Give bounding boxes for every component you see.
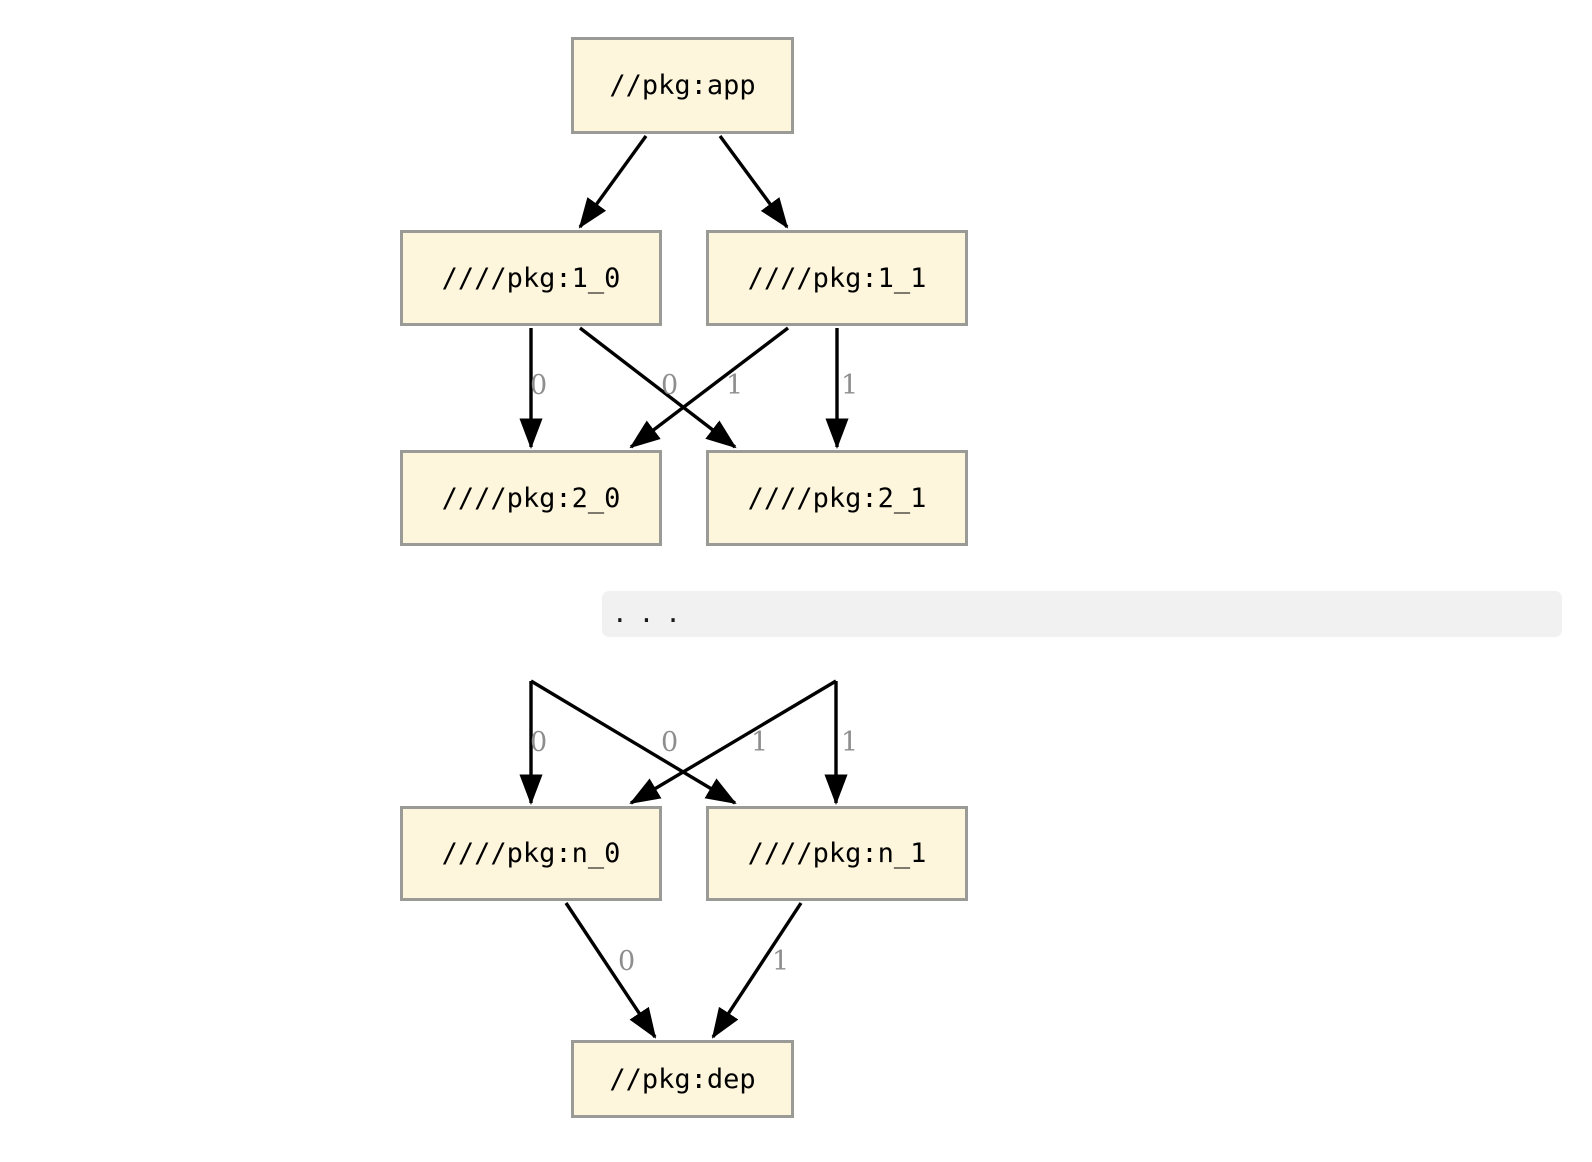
- graph-node-label: ////pkg:n_1: [747, 838, 927, 869]
- lbl-prev2-n_0: 1: [751, 727, 769, 758]
- graph-node-label: ////pkg:1_1: [747, 262, 927, 294]
- lbl-n_1-dep: 1: [772, 946, 790, 977]
- graph-node-label: //pkg:app: [609, 70, 756, 101]
- graph-node-nn_0[interactable]: ////pkg:n_0: [400, 806, 662, 901]
- ellipsis-separator-band: ...: [602, 591, 1562, 637]
- lbl-1_0-2_0: 0: [530, 370, 548, 401]
- e-app-1_0: [578, 135, 648, 229]
- lbl-1_1-2_0: 1: [726, 370, 744, 401]
- e-app-1_1: [718, 134, 789, 229]
- e-prev-n_1: [530, 679, 737, 805]
- ellipsis-text: ...: [612, 599, 692, 629]
- e-n_0-dep: [564, 902, 657, 1039]
- graph-node-app[interactable]: //pkg:app: [571, 37, 794, 134]
- e-1_0-2_1: [578, 326, 737, 449]
- e-1_1-2_0: [629, 326, 790, 449]
- lbl-prev-n_1: 0: [661, 727, 679, 758]
- graph-node-label: ////pkg:2_0: [441, 482, 621, 514]
- graph-node-label: ////pkg:2_1: [747, 482, 927, 514]
- graph-node-n2_0[interactable]: ////pkg:2_0: [400, 450, 662, 546]
- graph-node-n1_0[interactable]: ////pkg:1_0: [400, 230, 662, 326]
- graph-node-label: //pkg:dep: [609, 1063, 756, 1095]
- graph-node-label: ////pkg:n_0: [441, 838, 621, 869]
- lbl-prev-n_0: 0: [530, 727, 548, 758]
- lbl-n_0-dep: 0: [618, 946, 636, 977]
- graph-node-label: ////pkg:1_0: [441, 262, 621, 294]
- graph-node-n2_1[interactable]: ////pkg:2_1: [706, 450, 968, 546]
- lbl-prev2-n_1: 1: [841, 727, 859, 758]
- lbl-1_0-2_1: 0: [661, 370, 679, 401]
- graph-node-nn_1[interactable]: ////pkg:n_1: [706, 806, 968, 901]
- lbl-1_1-2_1: 1: [841, 370, 859, 401]
- graph-node-n1_1[interactable]: ////pkg:1_1: [706, 230, 968, 326]
- graph-node-dep[interactable]: //pkg:dep: [571, 1040, 794, 1118]
